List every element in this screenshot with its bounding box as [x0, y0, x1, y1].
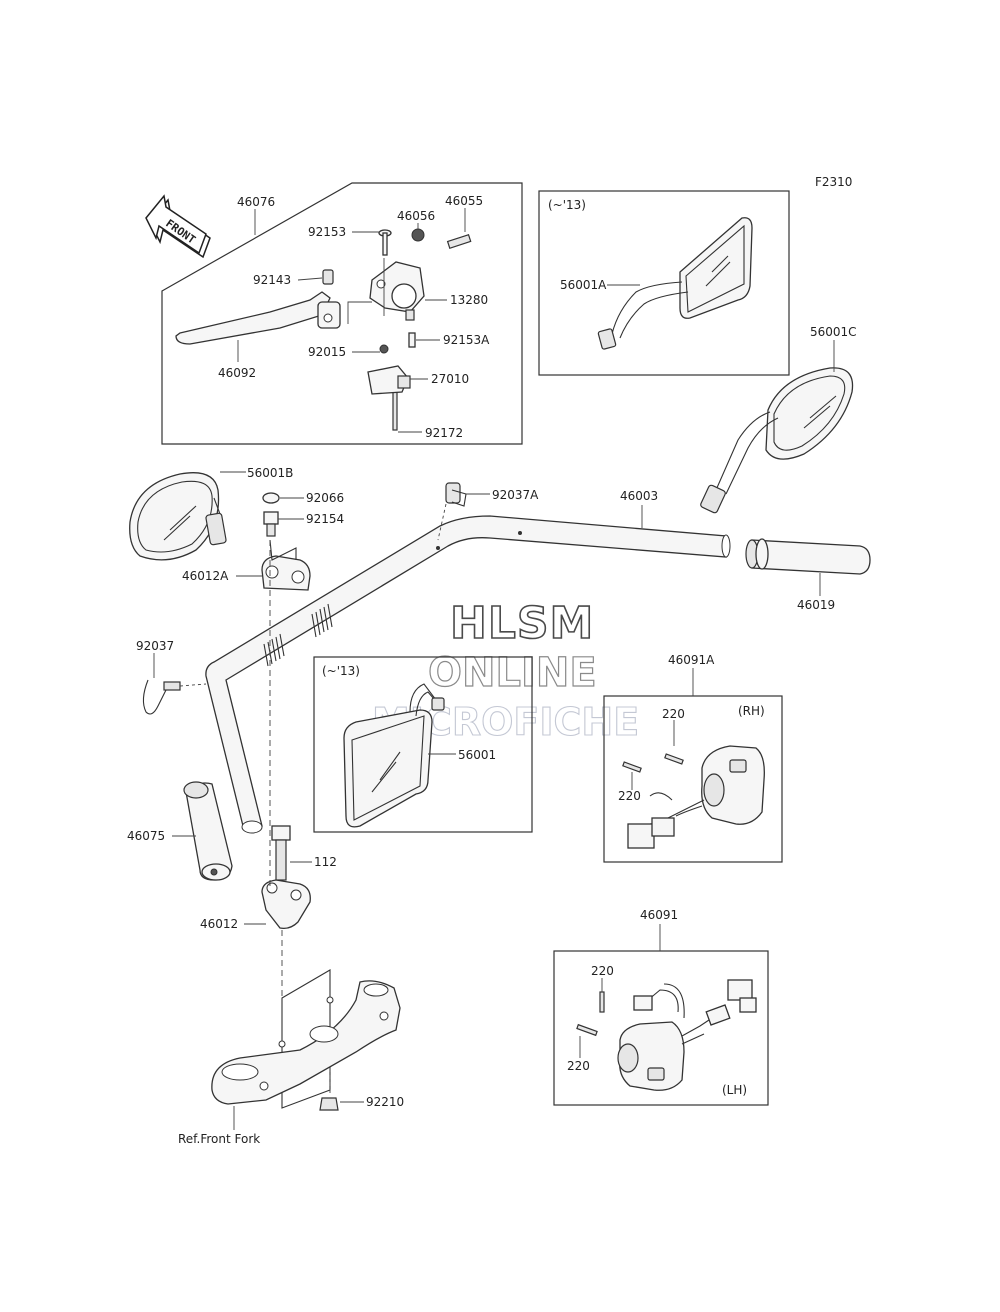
label-13280: 13280: [450, 293, 488, 307]
bolt-92154-icon: [263, 511, 279, 537]
watermark-line1: HLSM: [450, 598, 594, 649]
label-92015: 92015: [308, 345, 346, 359]
handlebar-icon: [205, 515, 731, 834]
label-46091A: 46091A: [668, 653, 715, 667]
bolt-icons: [378, 228, 472, 431]
screw-lh2-icon: [576, 1023, 598, 1037]
mirror-56001A-box: [538, 190, 790, 376]
label-46075: 46075: [127, 829, 165, 843]
label-46091: 46091: [640, 908, 678, 922]
label-220-lh1: 220: [591, 964, 614, 978]
lower-clamp-46012-icon: [261, 879, 311, 930]
label-92143: 92143: [253, 273, 291, 287]
label-92037: 92037: [136, 639, 174, 653]
lh-switch-side: (LH): [722, 1083, 747, 1097]
screw-rh2-icon: [622, 761, 642, 773]
upper-clamp-46012A-icon: [261, 539, 311, 591]
screw-rh1-icon: [664, 753, 684, 765]
mirror-icon: [597, 217, 753, 350]
label-220-lh2: 220: [567, 1059, 590, 1073]
mirror-56001B-icon: [129, 472, 227, 561]
label-56001: 56001: [458, 748, 496, 762]
left-grip-icon: [183, 781, 233, 881]
label-56001A: 56001A: [560, 278, 607, 292]
grip-icon: [745, 538, 871, 575]
mirror-56001-box: [313, 656, 533, 833]
label-92037A: 92037A: [492, 488, 539, 502]
label-220-rh1: 220: [662, 707, 685, 721]
screw-lh1-icon: [599, 991, 605, 1013]
lever-assembly-box: [161, 182, 523, 445]
triple-clamp-icon: [211, 969, 401, 1109]
label-92153A: 92153A: [443, 333, 490, 347]
top-mirror-range: (~'13): [548, 198, 586, 212]
label-56001B: 56001B: [247, 466, 293, 480]
label-46056: 46056: [397, 209, 435, 223]
label-46003: 46003: [620, 489, 658, 503]
label-46055: 46055: [445, 194, 483, 208]
label-112: 112: [314, 855, 337, 869]
switch-housing-icon: [627, 745, 765, 849]
clutch-switch-icon: [367, 365, 411, 395]
lh-switch-housing-icon: [617, 979, 757, 1091]
bolt-112-icon: [271, 825, 291, 881]
lever-icon: [175, 269, 341, 345]
figure-code: F2310: [815, 175, 852, 189]
front-arrow-icon: FRONT: [145, 194, 211, 259]
label-220-rh2: 220: [618, 789, 641, 803]
label-92210: 92210: [366, 1095, 404, 1109]
label-92153: 92153: [308, 225, 346, 239]
label-46076: 46076: [237, 195, 275, 209]
clip-92037A-icon: [445, 482, 467, 507]
nut-92210-icon: [319, 1097, 339, 1111]
lever-holder-icon: [369, 261, 425, 321]
mirror-56001C-icon: [700, 367, 854, 514]
label-92066: 92066: [306, 491, 344, 505]
center-mirror-range: (~'13): [322, 664, 360, 678]
label-56001C: 56001C: [810, 325, 857, 339]
label-27010: 27010: [431, 372, 469, 386]
ref-front-fork: Ref.Front Fork: [178, 1132, 260, 1146]
label-46019: 46019: [797, 598, 835, 612]
washer-92066-icon: [262, 492, 280, 504]
label-46012A: 46012A: [182, 569, 229, 583]
label-46092: 46092: [218, 366, 256, 380]
label-92154: 92154: [306, 512, 344, 526]
label-92172: 92172: [425, 426, 463, 440]
rh-switch-side: (RH): [738, 704, 765, 718]
lh-switch-box: [553, 950, 769, 1106]
mirror-56001-icon: [343, 683, 445, 828]
clip-92037-icon: [142, 679, 181, 715]
label-46012: 46012: [200, 917, 238, 931]
